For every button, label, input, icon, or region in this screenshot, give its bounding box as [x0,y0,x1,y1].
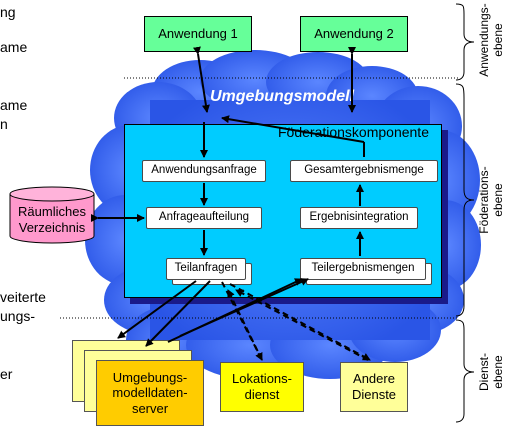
subrequests-label: Teilanfragen [174,262,238,275]
spatial-directory-cylinder [9,186,95,244]
application-request-label: Anwendungsanfrage [151,164,257,177]
application-layer-line2: ebene [490,23,505,57]
service-layer-line2: ebene [490,355,505,389]
left-text-fragment: veiterte [0,289,46,305]
application-2-label: Anwendung 2 [314,26,394,42]
left-text-fragment: er [0,366,13,382]
model-server-box: Umgebungs- modelldaten- server [96,360,204,426]
application-1-label: Anwendung 1 [158,26,238,42]
federation-component-title: Föderationskomponente [278,124,429,140]
subresults-label: Teilergebnismengen [311,262,415,275]
service-layer-line1: Dienst- [477,353,491,392]
federation-layer-line2: ebene [490,183,505,217]
location-service-box: Lokations- dienst [220,362,304,412]
spatial-directory-text: Räumliches Verzeichnis [8,200,96,240]
application-layer-label: Anwendungs- ebene [477,2,506,78]
federation-layer-label: Föderations- ebene [477,160,506,240]
left-text-fragment: ungs- [0,308,36,324]
request-split-label: Anfrageaufteilung [158,211,250,224]
spatial-directory-line1: Räumliches [18,204,86,220]
spatial-directory-line2: Verzeichnis [18,220,86,235]
result-integration-box: Ergebnisintegration [300,207,418,229]
application-layer-line1: Anwendungs- [477,3,491,77]
request-split-box: Anfrageaufteilung [146,207,262,229]
subresults-box: Teilergebnismengen [300,258,426,280]
left-text-fragment: ng [0,4,16,20]
environment-model-title: Umgebungsmodell [210,88,355,105]
model-server-line2: modelldaten- [112,385,188,401]
model-server-line1: Umgebungs- [112,369,188,385]
application-request-box: Anwendungsanfrage [142,160,266,182]
left-text-fragment: n [0,116,8,132]
total-result-set-label: Gesamtergebnismenge [304,164,424,177]
other-services-line2: Dienste [351,387,397,402]
model-server-line3: server [131,400,169,416]
left-text-fragment: ame [0,39,28,55]
subrequests-box: Teilanfragen [166,258,246,280]
federation-layer-line1: Föderations- [477,166,491,234]
location-service-line2: dienst [244,387,280,402]
other-services-box: Andere Dienste [340,362,408,412]
service-layer-label: Dienst- ebene [477,346,506,398]
total-result-set-box: Gesamtergebnismenge [290,160,438,182]
other-services-line1: Andere [353,371,395,387]
result-integration-label: Ergebnisintegration [309,211,409,224]
application-1-box: Anwendung 1 [144,16,252,52]
location-service-line1: Lokations- [232,371,292,387]
left-text-fragment: ame [0,97,28,113]
